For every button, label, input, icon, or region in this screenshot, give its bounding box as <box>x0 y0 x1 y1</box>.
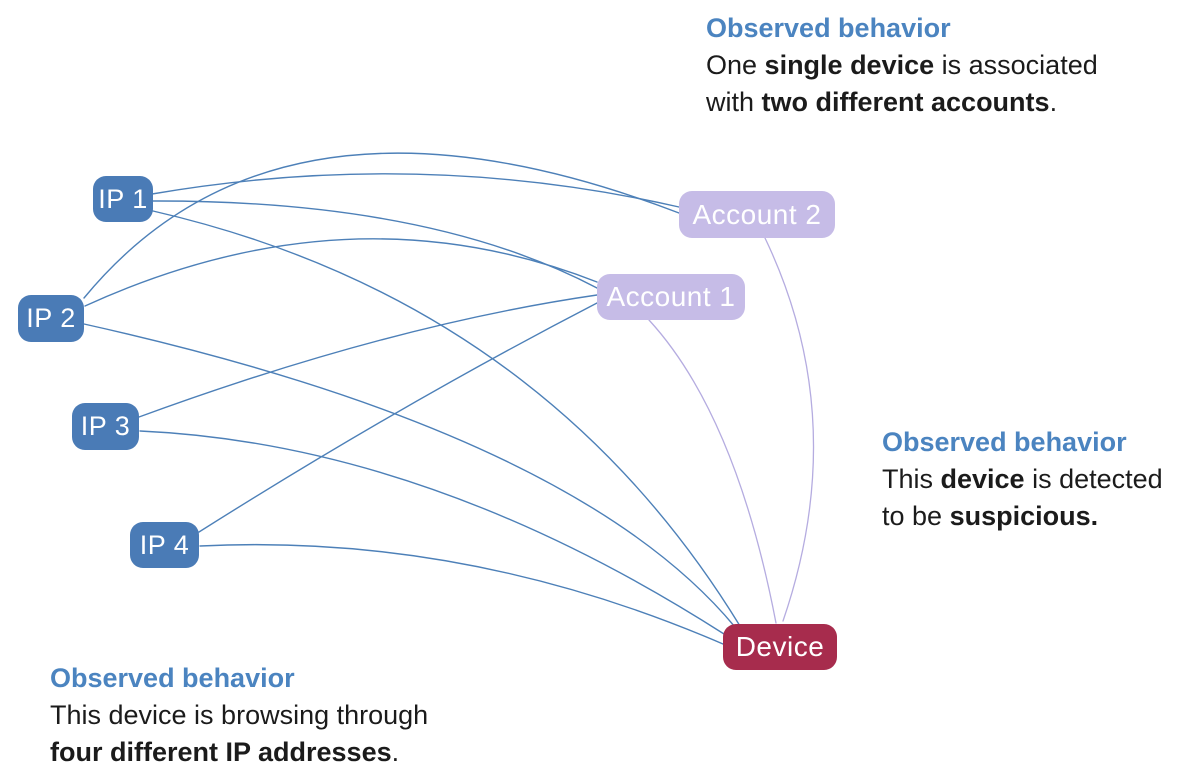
annotation-heading: Observed behavior <box>706 13 951 43</box>
node-account-1[interactable]: Account 1 <box>597 274 745 320</box>
edge-ip-3-device <box>139 430 725 635</box>
annotation-body: This device is detected to be suspicious. <box>882 461 1163 535</box>
annotation-heading: Observed behavior <box>882 427 1127 457</box>
annotation-line: to be suspicious. <box>882 501 1099 531</box>
annotation-body: One single device is associated with two … <box>706 47 1098 121</box>
node-ip-2[interactable]: IP 2 <box>18 295 84 342</box>
edge-ip-3-account-1 <box>138 294 598 418</box>
edge-account-1-device <box>648 319 777 624</box>
annotation-line: with two different accounts. <box>706 87 1058 117</box>
annotation-line: This device is browsing through <box>50 700 429 730</box>
edge-ip-1-account-2 <box>151 173 680 208</box>
edge-ip-1-device <box>152 210 741 627</box>
edge-ip-2-account-1 <box>84 238 598 307</box>
node-account-2[interactable]: Account 2 <box>679 191 835 238</box>
annotation-device-four-ips: Observed behavior This device is browsin… <box>50 660 428 771</box>
annotation-device-suspicious: Observed behavior This device is detecte… <box>882 424 1163 535</box>
node-ip-3[interactable]: IP 3 <box>72 403 139 450</box>
node-ip-4[interactable]: IP 4 <box>130 522 199 568</box>
node-device[interactable]: Device <box>723 624 837 670</box>
annotation-line: This device is detected <box>882 464 1163 494</box>
annotation-body: This device is browsing through four diff… <box>50 697 428 771</box>
edge-ip-4-device <box>199 543 724 645</box>
annotation-line: One single device is associated <box>706 50 1098 80</box>
edge-ip-2-device <box>83 323 736 628</box>
annotation-device-two-accounts: Observed behavior One single device is a… <box>706 10 1098 121</box>
edge-ip-4-account-1 <box>198 302 598 533</box>
edge-ip-2-account-2 <box>83 152 680 299</box>
node-ip-1[interactable]: IP 1 <box>93 176 153 222</box>
annotation-heading: Observed behavior <box>50 663 295 693</box>
edge-account-2-device <box>764 237 815 622</box>
edge-ip-1-account-1 <box>151 200 598 289</box>
annotation-line: four different IP addresses. <box>50 737 400 767</box>
